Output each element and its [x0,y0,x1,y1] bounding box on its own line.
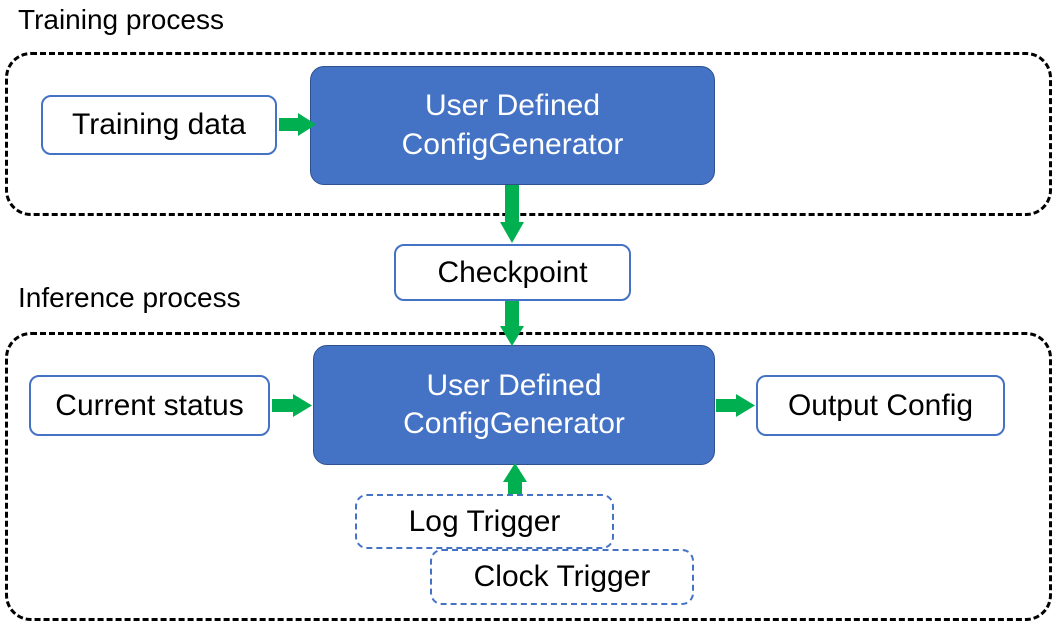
clock-trigger-node[interactable]: Clock Trigger [430,549,694,605]
training-process-label-line1: User Defined [424,89,601,123]
training-process-title: Training process [18,4,224,35]
log-trigger-node[interactable]: Log Trigger [355,494,614,549]
training-data-node[interactable]: Training data [41,95,277,155]
inference-process-title: Inference process [18,282,241,313]
training-user-defined-configgenerator-node[interactable]: User Defined ConfigGenerator [310,66,715,185]
output-config-node[interactable]: Output Config [756,375,1005,436]
training-process-label-line2: ConfigGenerator [401,127,624,161]
inference-process-label-line2: ConfigGenerator [403,407,625,440]
training-process-container [5,52,1052,216]
inference-process-container [5,332,1052,621]
current-status-node[interactable]: Current status [29,375,270,436]
checkpoint-node[interactable]: Checkpoint [394,244,631,301]
inference-process-label-line1: User Defined [426,368,602,402]
inference-user-defined-configgenerator-node[interactable]: User Defined ConfigGenerator [313,345,715,465]
